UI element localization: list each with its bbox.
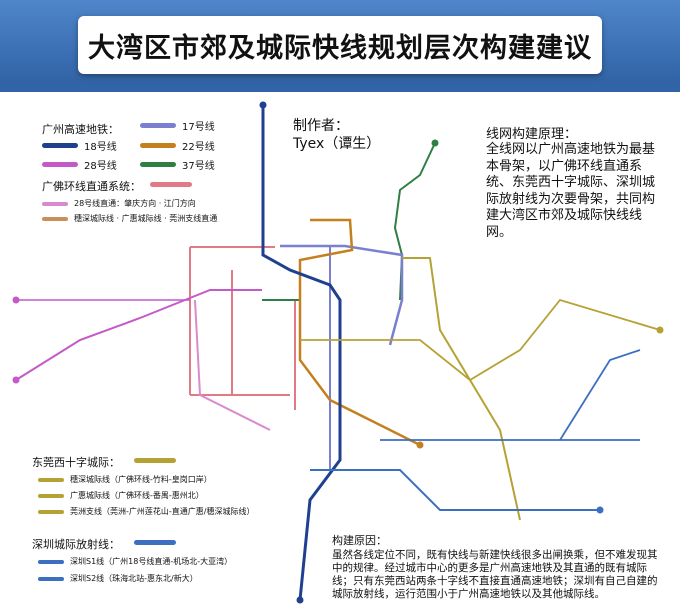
line17-swatch <box>140 123 176 128</box>
legend-dongguan-1: 穗深城际线（广佛环线-竹料-皇岗口岸） <box>38 474 212 485</box>
legend-line22: 22号线 <box>140 138 215 153</box>
line18-blue-line <box>261 105 342 601</box>
line28-south-branch <box>194 299 271 431</box>
legend-dongguan-3: 莞洲支线（莞洲-广州莲花山-直通广惠/穗深城际线） <box>38 506 254 517</box>
title-box: 大湾区市郊及城际快线规划层次构建建议 <box>78 16 602 74</box>
legend-guangfo-title: 广佛环线直通系统： <box>42 180 141 193</box>
shenzhen-s1-swatch <box>38 559 64 564</box>
legend-shenzhen-title: 深圳城际放射线： <box>32 538 120 551</box>
legend-line18: 18号线 <box>42 138 117 153</box>
legend-line28: 28号线 <box>42 157 117 172</box>
line17-purple-line <box>280 244 404 346</box>
dongguan1-swatch <box>38 477 64 482</box>
station-marker <box>259 101 267 109</box>
legend-guangfo-intercity: 穗深城际线 · 广惠城际线 · 莞洲支线直通 <box>42 213 217 224</box>
station-marker <box>416 441 424 449</box>
station-marker <box>12 376 20 384</box>
shenzhen-radial-south <box>380 349 641 441</box>
line28-west-branch <box>15 289 262 381</box>
guangfo-swatch <box>150 182 192 187</box>
line37-swatch <box>140 162 176 167</box>
guangfo-ring-line <box>189 246 296 410</box>
legend-dongguan-title: 东莞西十字城际： <box>32 456 120 469</box>
legend-dongguan-2: 广惠城际线（广佛环线-番禺-惠州北） <box>38 490 204 501</box>
transit-map <box>12 101 664 604</box>
shenzhen-radial-line <box>310 469 600 511</box>
credit-label: 制作者： <box>293 118 349 134</box>
shenzhen-swatch <box>134 540 176 545</box>
dongguan-cross-line <box>402 257 521 521</box>
station-marker <box>656 326 664 334</box>
shenzhen-s2-swatch <box>38 576 64 581</box>
dongguan-cross-east <box>300 298 661 382</box>
legend-guangfo-28: 28号线直通：肇庆方向 · 江门方向 <box>42 198 196 209</box>
legend-shenzhen-s1: 深圳S1线（广州18号线直通-机场北-大亚湾） <box>38 556 232 567</box>
page-title: 大湾区市郊及城际快线规划层次构建建议 <box>88 32 592 64</box>
reason-title: 构建原因： <box>332 534 387 547</box>
dongguan3-swatch <box>38 509 64 514</box>
credit-name: Tyex（谭生） <box>293 136 381 152</box>
legend-line17: 17号线 <box>140 118 215 133</box>
reason-body: 虽然各线定位不同，既有快线与新建快线很多出闸换乘，但不难发现其中的规律。经过城市… <box>332 549 658 600</box>
line22-orange-line <box>298 218 421 447</box>
station-marker <box>431 139 439 147</box>
line22-swatch <box>140 143 176 148</box>
guangfo28-swatch <box>42 201 68 206</box>
station-marker <box>296 596 304 604</box>
dongguan-swatch <box>134 458 176 463</box>
dongguan2-swatch <box>38 493 64 498</box>
legend-guangzhou-title: 广州高速地铁： <box>42 123 119 136</box>
guangfo-intercity-swatch <box>42 216 68 221</box>
line18-swatch <box>42 143 78 148</box>
principle-title: 线网构建原理： <box>486 127 578 142</box>
principle-body: 全线网以广州高速地铁为最基本骨架，以广佛环线直通系统、东莞西十字城际、深圳城际放… <box>486 142 656 240</box>
line28-swatch <box>42 162 78 167</box>
legend-line37: 37号线 <box>140 157 215 172</box>
legend-shenzhen-s2: 深圳S2线（珠海北站-惠东北/新大） <box>38 573 198 584</box>
station-marker <box>596 506 604 514</box>
